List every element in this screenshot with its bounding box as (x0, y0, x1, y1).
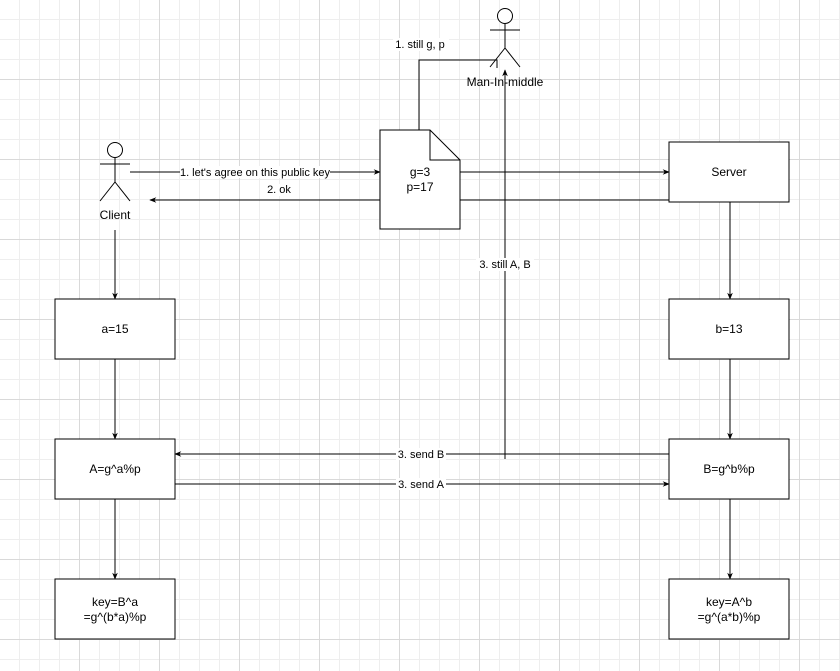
client-key-box[interactable]: key=B^a =g^(b*a)%p (54, 578, 176, 640)
params-document[interactable]: g=3 p=17 (379, 129, 461, 230)
client-public-label: A=g^a%p (89, 462, 141, 476)
client-secret-label: a=15 (101, 322, 128, 336)
edge-steal-params (418, 59, 498, 130)
server-key-line1: key=A^b (706, 595, 752, 609)
params-g: g=3 (410, 165, 431, 179)
server-key-box[interactable]: key=A^b =g^(a*b)%p (668, 578, 790, 640)
label-ok: 2. ok (264, 184, 294, 196)
label-send-b: 3. send B (396, 448, 446, 461)
server-key-line2: =g^(a*b)%p (698, 610, 761, 624)
client-secret-box[interactable]: a=15 (54, 298, 176, 360)
label-steal-params-text: 1. still g, p (395, 39, 445, 51)
label-steal-public-text: 3. still A, B (479, 259, 530, 271)
mitm-actor[interactable] (489, 8, 521, 68)
server-public-box[interactable]: B=g^b%p (668, 438, 790, 500)
label-agree-text: 1. let's agree on this public key (180, 167, 331, 179)
label-steal-params: 1. still g, p (393, 38, 449, 51)
server-secret-box[interactable]: b=13 (668, 298, 790, 360)
label-send-b-text: 3. send B (398, 449, 444, 461)
label-steal-public: 3. still A, B (476, 258, 534, 271)
server-public-label: B=g^b%p (703, 462, 755, 476)
server-box[interactable]: Server (668, 141, 790, 203)
client-actor[interactable] (99, 142, 131, 202)
mitm-actor-label: Man-In-middle (467, 75, 544, 89)
server-label: Server (711, 165, 746, 179)
label-send-a: 3. send A (396, 478, 446, 491)
label-send-a-text: 3. send A (398, 479, 445, 491)
label-ok-text: 2. ok (267, 184, 291, 196)
client-key-line1: key=B^a (92, 595, 138, 609)
server-secret-label: b=13 (715, 322, 742, 336)
client-actor-label: Client (100, 208, 131, 222)
params-p: p=17 (406, 180, 433, 194)
client-public-box[interactable]: A=g^a%p (54, 438, 176, 500)
label-agree: 1. let's agree on this public key (180, 166, 331, 179)
client-key-line2: =g^(b*a)%p (84, 610, 147, 624)
